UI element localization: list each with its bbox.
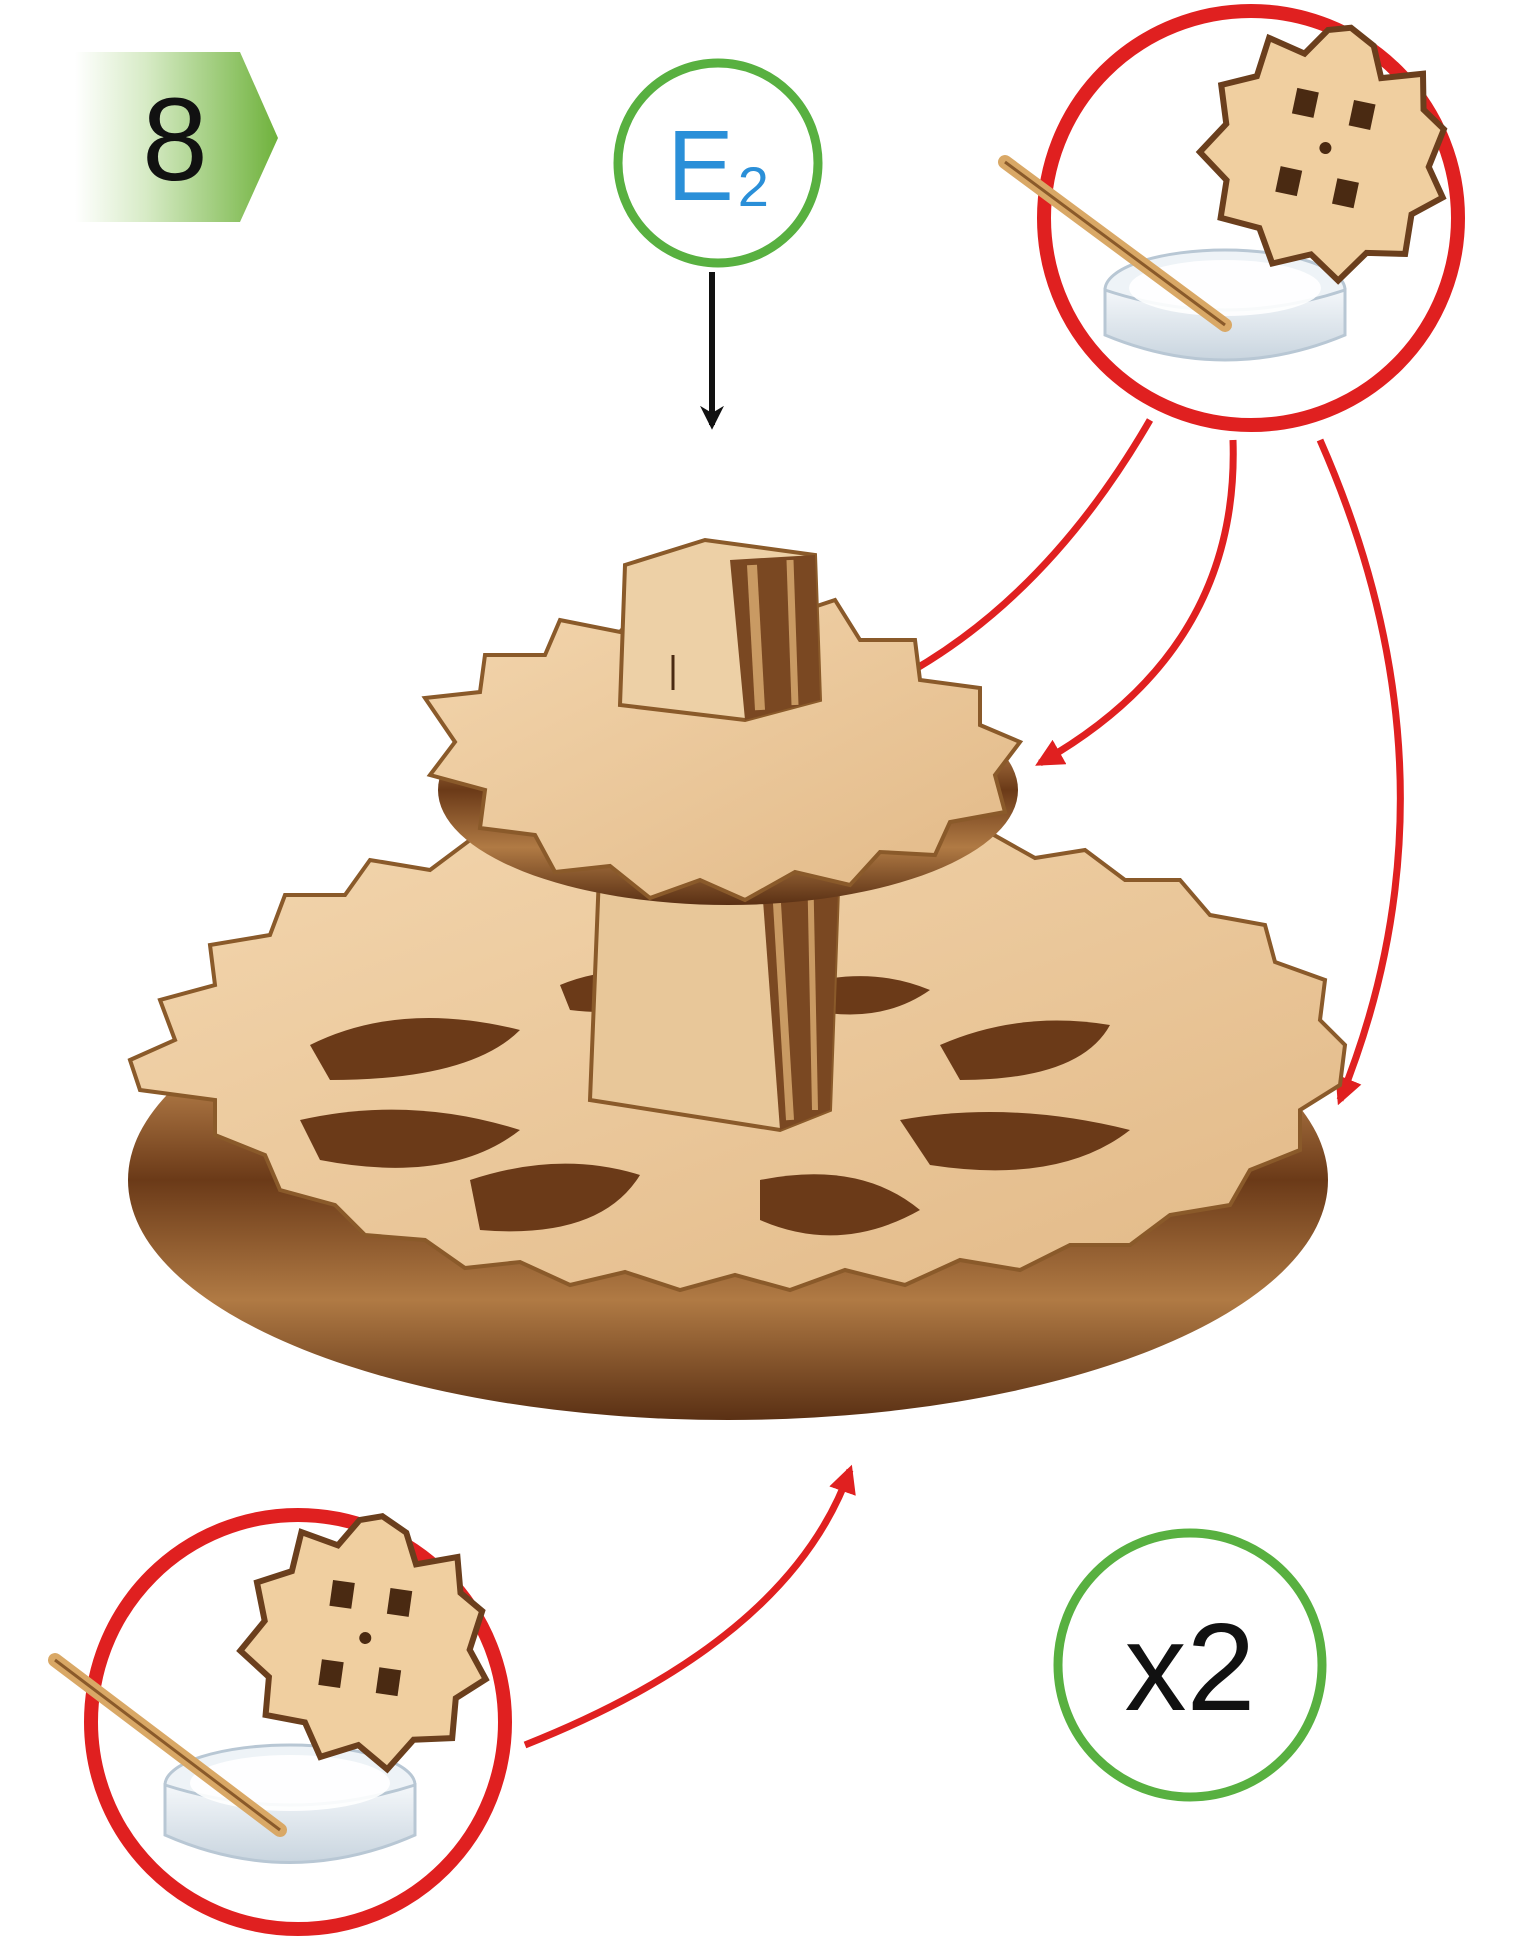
glue-callout-bottom <box>55 1499 506 1929</box>
top-post <box>620 540 820 720</box>
glue-arrow-2 <box>1040 440 1233 763</box>
multiplier-badge: x2 <box>1058 1533 1322 1797</box>
glue-callout-top <box>1005 2 1473 425</box>
step-number: 8 <box>142 74 208 206</box>
part-label-e2: E2 <box>618 63 818 263</box>
glue-arrow-4 <box>525 1470 850 1745</box>
part-subscript: 2 <box>738 155 769 218</box>
step-badge: 8 <box>75 52 278 222</box>
glue-arrow-1 <box>880 420 1150 688</box>
part-letter: E <box>667 110 734 222</box>
glue-arrow-3 <box>1320 440 1400 1100</box>
multiplier-label: x2 <box>1125 1599 1256 1737</box>
